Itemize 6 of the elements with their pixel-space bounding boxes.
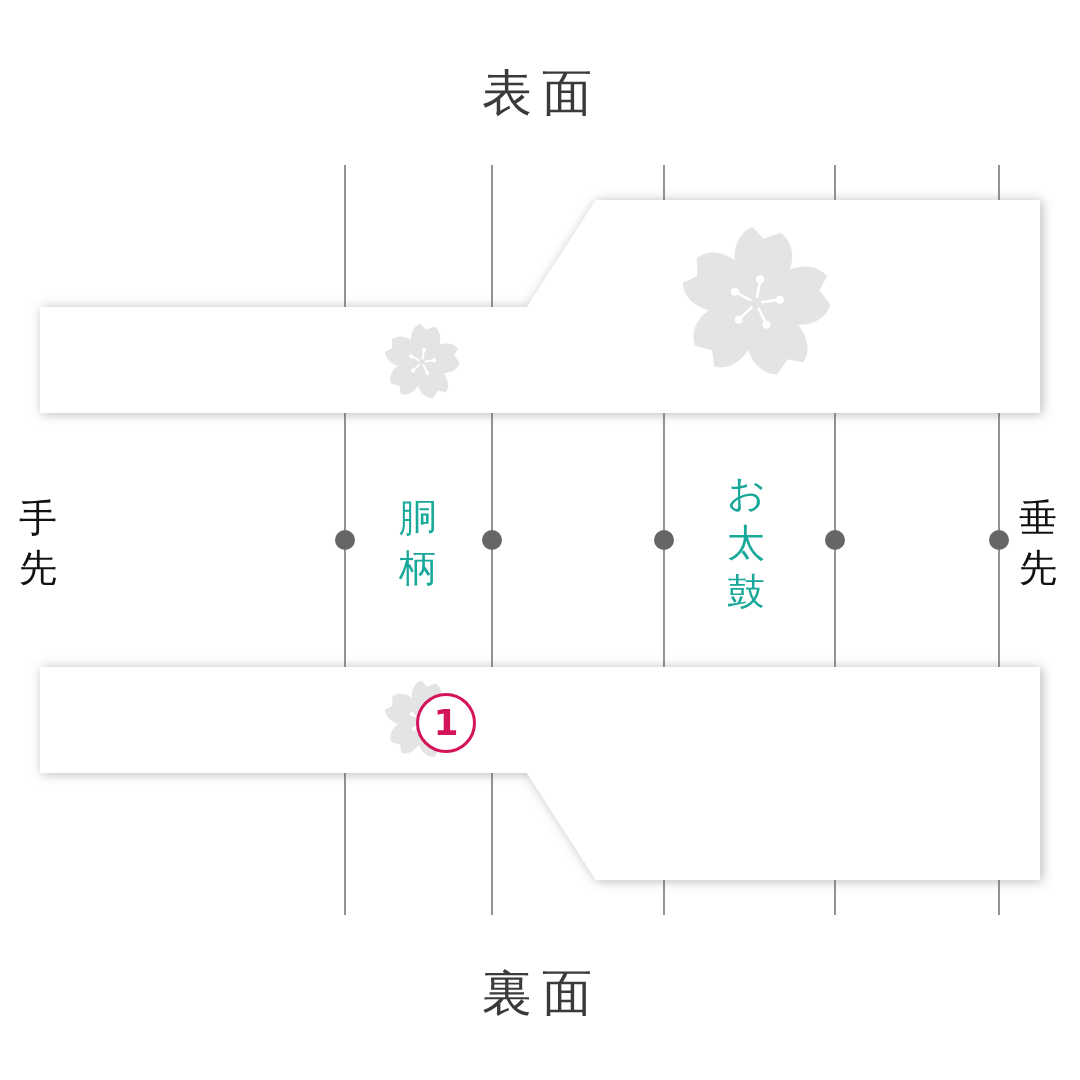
end-label: 手先 [19,495,57,592]
section-label: お太鼓 [727,469,765,616]
view-heading: 表面 [481,68,602,118]
view-heading: 裏面 [481,968,602,1018]
end-label: 垂先 [1019,495,1057,592]
section-label: 胴柄 [399,495,437,592]
